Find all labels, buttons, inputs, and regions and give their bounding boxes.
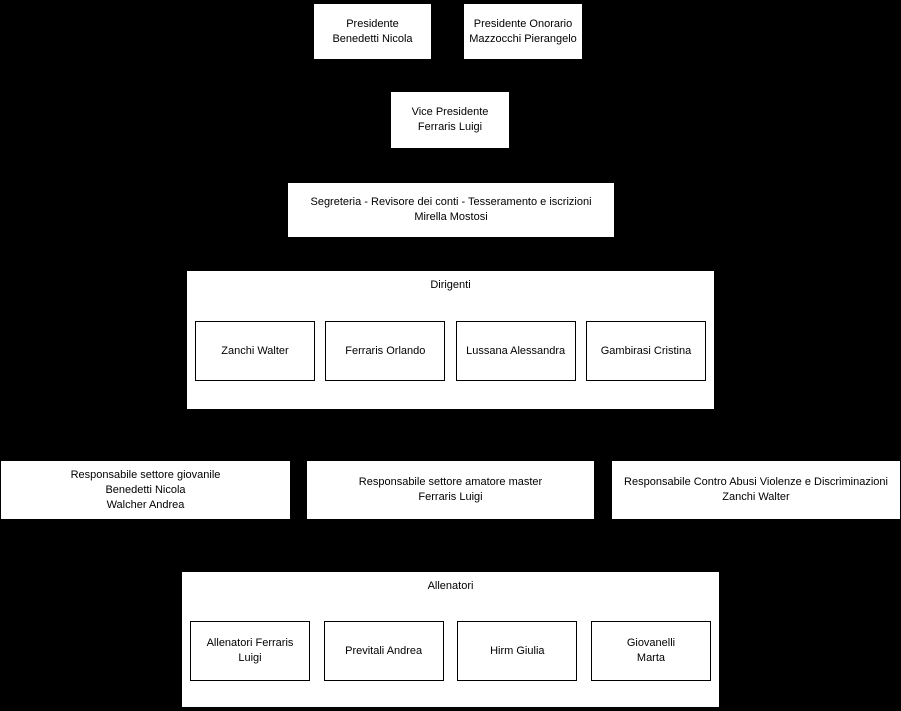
node-dirigente-lussana-alessandra: Lussana Alessandra bbox=[455, 321, 576, 381]
node-person: Zanchi Walter bbox=[722, 491, 790, 503]
group-title: Dirigenti bbox=[430, 279, 471, 291]
node-person: Walcher Andrea bbox=[106, 498, 185, 511]
node-dirigente-ferraris-orlando: Ferraris Orlando bbox=[325, 321, 446, 381]
node-title: Presidente bbox=[346, 17, 399, 30]
node-allenatore-previtali-andrea: Previtali Andrea bbox=[323, 621, 444, 681]
group-members-row: Allenatori Ferraris Luigi Previtali Andr… bbox=[182, 621, 719, 681]
node-dirigente-gambirasi-cristina: Gambirasi Cristina bbox=[585, 321, 706, 381]
node-person: Ferraris Luigi bbox=[417, 121, 483, 133]
group-members-row: Zanchi Walter Ferraris Orlando Lussana A… bbox=[187, 321, 714, 381]
node-responsabile-settore-amatore-master: Responsabile settore amatore master Ferr… bbox=[306, 460, 595, 520]
node-person: Ferraris Luigi bbox=[418, 491, 483, 503]
node-person: Benedetti Nicola bbox=[105, 483, 186, 496]
node-responsabile-settore-giovanile: Responsabile settore giovanile Benedetti… bbox=[0, 460, 291, 520]
node-presidente-onorario: Presidente Onorario Mazzocchi Pierangelo bbox=[463, 3, 583, 60]
node-title: Vice Presidente bbox=[411, 106, 489, 118]
node-allenatore-hirm-giulia: Hirm Giulia bbox=[457, 621, 578, 681]
node-title: Segreteria - Revisore dei conti - Tesser… bbox=[310, 196, 592, 208]
node-presidente: Presidente Benedetti Nicola bbox=[313, 3, 432, 60]
node-person: Mirella Mostosi bbox=[414, 211, 488, 223]
node-title: Responsabile settore giovanile bbox=[70, 468, 221, 481]
node-person: Benedetti Nicola bbox=[332, 32, 413, 45]
node-segreteria: Segreteria - Revisore dei conti - Tesser… bbox=[287, 182, 615, 238]
node-title: Presidente Onorario bbox=[473, 17, 573, 30]
group-allenatori: Allenatori Allenatori Ferraris Luigi Pre… bbox=[181, 571, 720, 708]
group-dirigenti: Dirigenti Zanchi Walter Ferraris Orlando… bbox=[186, 270, 715, 410]
node-dirigente-zanchi-walter: Zanchi Walter bbox=[195, 321, 315, 381]
group-title: Allenatori bbox=[427, 580, 474, 592]
node-allenatore-giovanelli-marta: Giovanelli Marta bbox=[590, 621, 711, 681]
node-person: Mazzocchi Pierangelo bbox=[469, 32, 577, 45]
node-title: Responsabile Contro Abusi Violenze e Dis… bbox=[624, 476, 888, 488]
node-title: Responsabile settore amatore master bbox=[358, 476, 543, 488]
node-responsabile-contro-abusi: Responsabile Contro Abusi Violenze e Dis… bbox=[611, 460, 901, 520]
node-vice-presidente: Vice Presidente Ferraris Luigi bbox=[390, 91, 510, 149]
node-allenatore-ferraris-luigi: Allenatori Ferraris Luigi bbox=[190, 621, 310, 681]
